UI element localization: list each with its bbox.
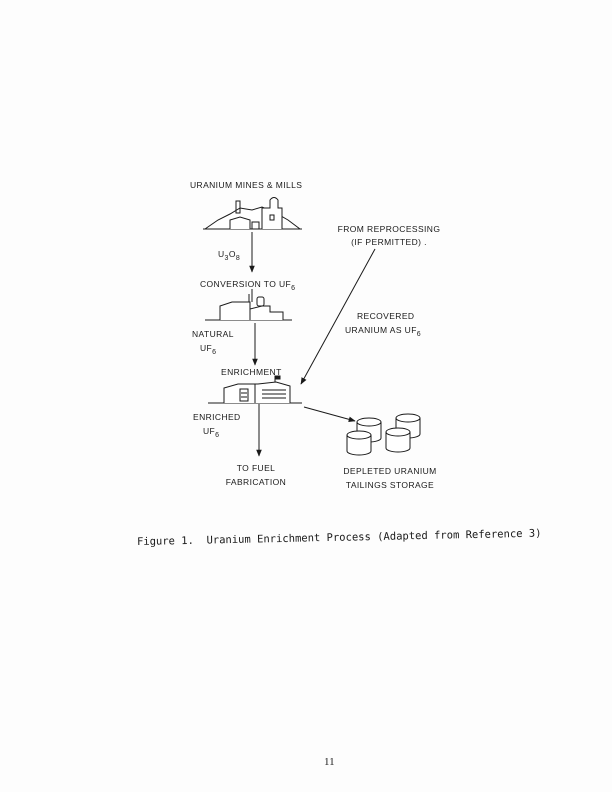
page-number: 11 [324, 756, 335, 768]
enrichment-plant-icon [208, 375, 302, 404]
mine-icon [203, 197, 302, 230]
mines-label: URANIUM MINES & MILLS [190, 180, 303, 190]
u3o8-label: U3O8 [218, 249, 241, 262]
enrichment-label: ENRICHMENT [221, 367, 282, 377]
arrow-to-tailings [303, 406, 356, 423]
storage-tanks-icon [346, 413, 421, 456]
arrow-recovered-uranium [300, 248, 376, 385]
reprocessing-label: FROM REPROCESSING(IF PERMITTED) . [337, 224, 441, 247]
conversion-plant-icon [205, 289, 292, 321]
conversion-label: CONVERSION TO UF6 [200, 279, 296, 292]
